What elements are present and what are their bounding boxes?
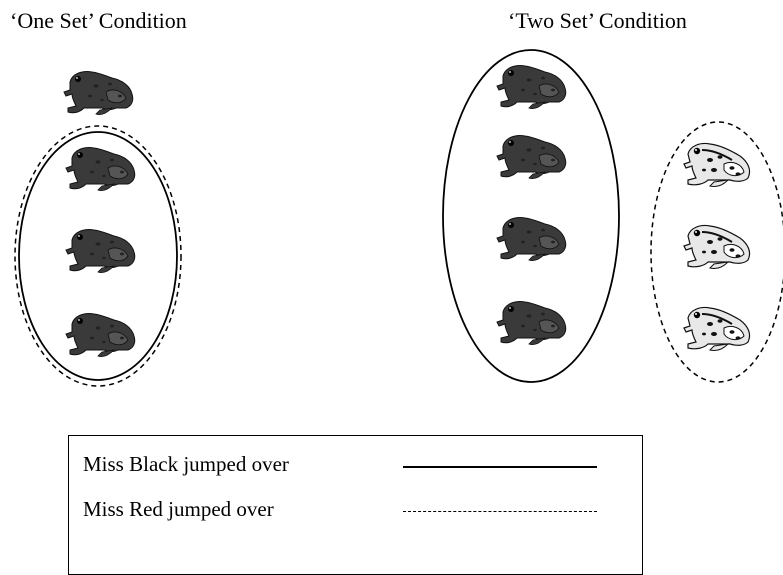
legend-label-black: Miss Black jumped over <box>83 452 289 476</box>
one-set-condition-title: ‘One Set’ Condition <box>10 8 187 33</box>
red-jump-dashed-ellipse <box>650 121 783 383</box>
frog-icon <box>496 134 567 180</box>
frog-icon <box>496 64 567 110</box>
frog-icon <box>65 228 136 274</box>
frog-icon <box>63 70 134 116</box>
frog-icon <box>65 146 136 192</box>
frog-diagram <box>14 49 783 387</box>
red-jump-dashed-ellipse <box>14 125 182 387</box>
legend-dashed-line <box>403 511 597 512</box>
frog-icon <box>65 312 136 358</box>
frog-icon <box>496 216 567 262</box>
legend-box: Miss Black jumped over Miss Red jumped o… <box>68 435 643 575</box>
black-jump-solid-ellipse <box>442 49 620 383</box>
legend-solid-line <box>403 466 597 468</box>
spotted-frog-icon <box>683 306 751 352</box>
two-set-condition-title: ‘Two Set’ Condition <box>508 8 687 33</box>
legend-label-red: Miss Red jumped over <box>83 497 274 521</box>
spotted-frog-icon <box>683 224 751 270</box>
black-jump-solid-ellipse <box>18 131 178 381</box>
frog-icon <box>496 300 567 346</box>
spotted-frog-icon <box>683 142 751 188</box>
